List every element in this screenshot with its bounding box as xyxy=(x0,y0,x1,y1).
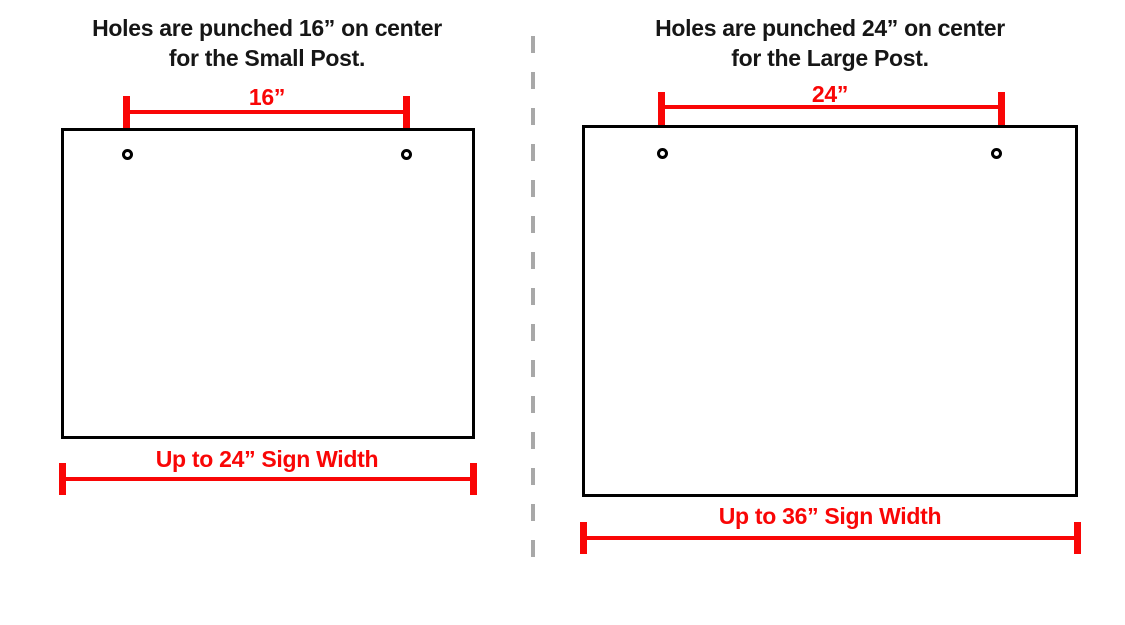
small-post-title-line2: for the Small Post. xyxy=(168,45,366,71)
small-post-sign-width-label: Up to 24” Sign Width xyxy=(155,446,379,472)
large-post-punch-hole-right xyxy=(991,148,1002,159)
small-post-title: Holes are punched 16” on center for the … xyxy=(40,13,494,73)
large-post-sign-width-tick-left xyxy=(580,522,587,554)
small-post-hole-spacing-label: 16” xyxy=(248,84,286,110)
large-post-hole-spacing-dimension-line xyxy=(661,105,1001,109)
large-post-title: Holes are punched 24” on center for the … xyxy=(590,13,1070,73)
large-post-sign-blank xyxy=(582,125,1078,497)
small-post-punch-hole-right xyxy=(401,149,412,160)
small-post-hole-spacing-dimension-line xyxy=(126,110,407,114)
small-post-hole-spacing-tick-right xyxy=(403,96,410,128)
small-post-hole-spacing-tick-left xyxy=(123,96,130,128)
large-post-sign-width-label: Up to 36” Sign Width xyxy=(718,503,942,529)
small-post-sign-width-tick-left xyxy=(59,463,66,495)
large-post-title-line1: Holes are punched 24” on center xyxy=(655,15,1005,41)
large-post-hole-spacing-tick-left xyxy=(658,92,665,125)
large-post-sign-width-tick-right xyxy=(1074,522,1081,554)
small-post-sign-width-dimension-line xyxy=(62,477,474,481)
large-post-title-line2: for the Large Post. xyxy=(731,45,929,71)
large-post-hole-spacing-tick-right xyxy=(998,92,1005,125)
small-post-sign-width-tick-right xyxy=(470,463,477,495)
dashed-divider xyxy=(531,36,535,574)
small-post-punch-hole-left xyxy=(122,149,133,160)
large-post-punch-hole-left xyxy=(657,148,668,159)
small-post-sign-blank xyxy=(61,128,475,439)
small-post-title-line1: Holes are punched 16” on center xyxy=(92,15,442,41)
large-post-hole-spacing-label: 24” xyxy=(811,81,849,107)
large-post-sign-width-dimension-line xyxy=(583,536,1077,540)
